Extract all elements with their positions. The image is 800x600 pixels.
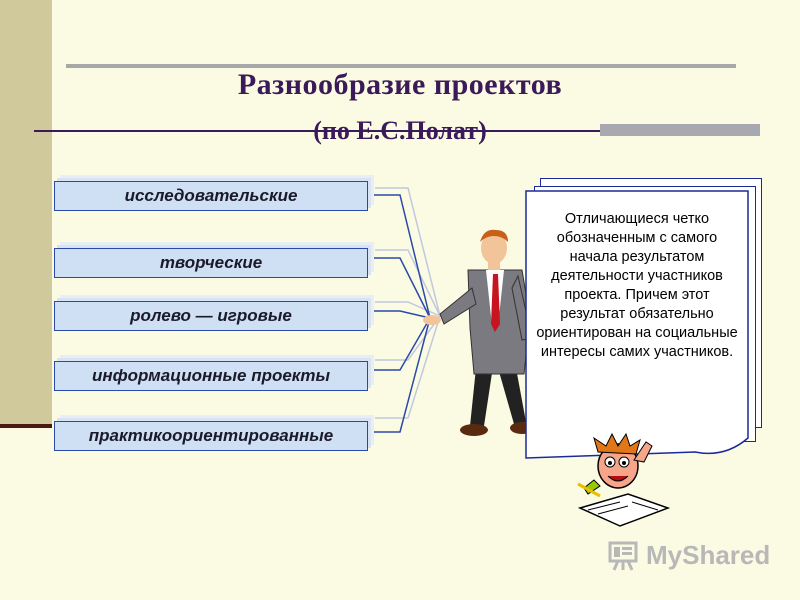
watermark-text: MyShared bbox=[646, 539, 771, 570]
subtitle-underline bbox=[34, 130, 600, 132]
myshared-logo: MyShared bbox=[608, 538, 770, 572]
note-paper-front bbox=[525, 190, 749, 459]
category-information-button[interactable]: информационные проекты bbox=[54, 361, 368, 391]
cartoon-kid-icon bbox=[577, 432, 671, 527]
slide-title: Разнообразие проектов bbox=[237, 68, 563, 101]
note-text: Отличающиеся четко обозначенным с самого… bbox=[536, 211, 738, 360]
subtitle-gray-bar bbox=[600, 124, 760, 136]
left-decor-underline bbox=[0, 424, 52, 428]
left-decor-band bbox=[0, 0, 52, 428]
category-roleplay-button[interactable]: ролево — игровые bbox=[54, 301, 368, 331]
top-divider bbox=[66, 64, 736, 68]
projector-screen-icon bbox=[608, 541, 638, 571]
category-practice-button[interactable]: практикоориентированные bbox=[54, 421, 368, 451]
category-creative-button[interactable]: творческие bbox=[54, 248, 368, 278]
category-research-button[interactable]: исследовательские bbox=[54, 181, 368, 211]
slide-subtitle: (по Е.С.Полат) bbox=[313, 116, 487, 145]
